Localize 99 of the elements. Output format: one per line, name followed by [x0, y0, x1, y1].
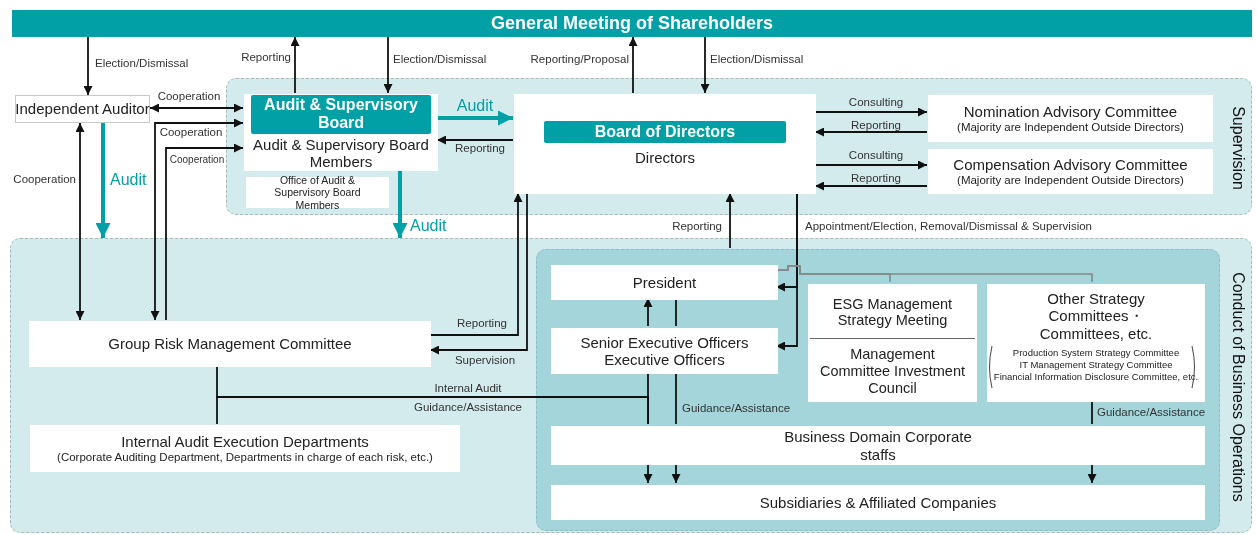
box-text: Subsidiaries & Affiliated Companies	[759, 493, 997, 512]
edge-label: Reporting/Proposal	[530, 54, 629, 66]
organization-box	[928, 149, 1213, 194]
edge-label: Appointment/Election, Removal/Dismissal & Supervision	[805, 221, 1092, 233]
box-text: Business Domain Corporate staffs	[783, 428, 973, 463]
board-title: Board of Directors	[544, 121, 786, 144]
organization-box	[551, 328, 778, 374]
edge-label: Reporting	[455, 143, 505, 155]
edge-label: Guidance/Assistance	[1097, 407, 1206, 419]
section-title: Supervision	[1229, 105, 1248, 190]
connector-line	[675, 371, 677, 425]
auditor-box	[15, 95, 150, 123]
organization-box	[551, 485, 1205, 520]
edge-label: Audit	[110, 172, 147, 188]
heading-text: General Meeting of Shareholders	[490, 13, 774, 34]
member-text: Directors	[634, 149, 696, 167]
edge-label: Election/Dismissal	[710, 54, 804, 66]
committee-box	[514, 94, 816, 194]
meeting-box	[808, 284, 977, 402]
organization-box	[29, 321, 431, 367]
arrow	[1087, 462, 1097, 484]
arrow	[429, 192, 528, 355]
arrow	[290, 36, 300, 94]
arrow	[429, 192, 523, 336]
edge-label: Consulting	[848, 97, 904, 109]
arrow	[149, 103, 244, 113]
box-text: Independent Auditor	[15, 100, 150, 118]
organization-box	[30, 425, 460, 472]
arrow	[775, 192, 798, 351]
edge-label: Guidance/Assistance	[414, 402, 522, 414]
arrow	[814, 160, 928, 170]
board-title: Audit & Supervisory Board	[251, 94, 431, 134]
box-text: Group Risk Management Committee	[108, 335, 352, 353]
office-text: Office of Audit & Supervisory Board Members	[273, 174, 362, 211]
note-text: (Corporate Auditing Department, Departments in charge of each risk, etc.)	[57, 450, 433, 464]
committee-box	[987, 284, 1205, 402]
edge-label: Reporting	[851, 173, 901, 185]
edge-label: Consulting	[848, 150, 904, 162]
organization-box	[551, 426, 1205, 465]
arrow	[437, 110, 513, 126]
edge-label: Election/Dismissal	[95, 58, 189, 70]
arrow	[814, 181, 928, 191]
member-text: Audit & Supervisory Board Members	[252, 135, 430, 171]
edge-label: Reporting	[457, 318, 507, 330]
note-text: (Majority are Independent Outside Directors)	[957, 120, 1184, 134]
arrow	[83, 36, 93, 96]
connector-line	[775, 265, 1093, 283]
arrow	[814, 107, 928, 117]
arrow	[392, 170, 408, 238]
connector-line	[1091, 399, 1093, 425]
box-text: Nomination Advisory Committee	[963, 103, 1178, 121]
note-text: (Majority are Independent Outside Directors)	[957, 173, 1184, 187]
organization-box	[551, 265, 778, 300]
committee-item: Financial Information Disclosure Committee, etc.	[993, 371, 1199, 384]
arrow	[75, 122, 85, 321]
edge-label: Audit	[456, 98, 494, 114]
edge-label: Audit	[410, 218, 447, 234]
arrow	[383, 36, 393, 94]
section-band	[226, 78, 1252, 215]
meeting-text: Management Committee Investment Council	[818, 345, 967, 398]
committee-title: Other Strategy Committees・Committees, etc.	[1038, 290, 1154, 342]
arrow	[150, 118, 244, 321]
edge-label: Cooperation	[169, 155, 225, 165]
arrow	[643, 297, 653, 327]
box-text: Senior Executive Officers Executive Officers	[579, 333, 750, 369]
edge-label: Cooperation	[157, 91, 221, 103]
edge-label: Reporting	[672, 221, 722, 233]
connector-line	[647, 371, 649, 425]
edge-label: Supervision	[454, 355, 516, 367]
arrow	[165, 143, 244, 321]
box-text: Compensation Advisory Committee	[953, 156, 1188, 174]
connector-line	[675, 297, 677, 327]
box-text: Internal Audit Execution Departments	[121, 433, 369, 451]
edge-label: Reporting	[851, 120, 901, 132]
committee-item: IT Management Strategy Committee	[1018, 359, 1174, 372]
edge-label: Cooperation	[13, 174, 76, 186]
arrow	[643, 462, 653, 484]
committee-item: Production System Strategy Committee	[1011, 346, 1181, 360]
arrow	[700, 36, 710, 94]
section-band	[10, 238, 1252, 533]
edge-label: Internal Audit	[434, 383, 502, 395]
heading-bar	[12, 10, 1252, 37]
edge-label: Reporting	[241, 52, 291, 64]
committee-box	[244, 94, 438, 171]
section-title: Conduct of Business Operations	[1229, 272, 1248, 502]
arrow	[725, 192, 735, 249]
box-text: President	[632, 273, 697, 292]
arrow	[95, 123, 111, 238]
arrow	[671, 462, 681, 484]
arrow	[436, 135, 514, 145]
organization-box	[928, 95, 1213, 142]
edge-label: Election/Dismissal	[393, 54, 487, 66]
edge-label: Guidance/Assistance	[682, 403, 791, 415]
arrow	[814, 127, 928, 137]
arrow	[628, 36, 638, 94]
edge-label: Cooperation	[159, 127, 223, 139]
office-box	[246, 177, 389, 208]
rounded-panel	[536, 249, 1220, 531]
meeting-text: ESG Management Strategy Meeting	[810, 285, 975, 339]
